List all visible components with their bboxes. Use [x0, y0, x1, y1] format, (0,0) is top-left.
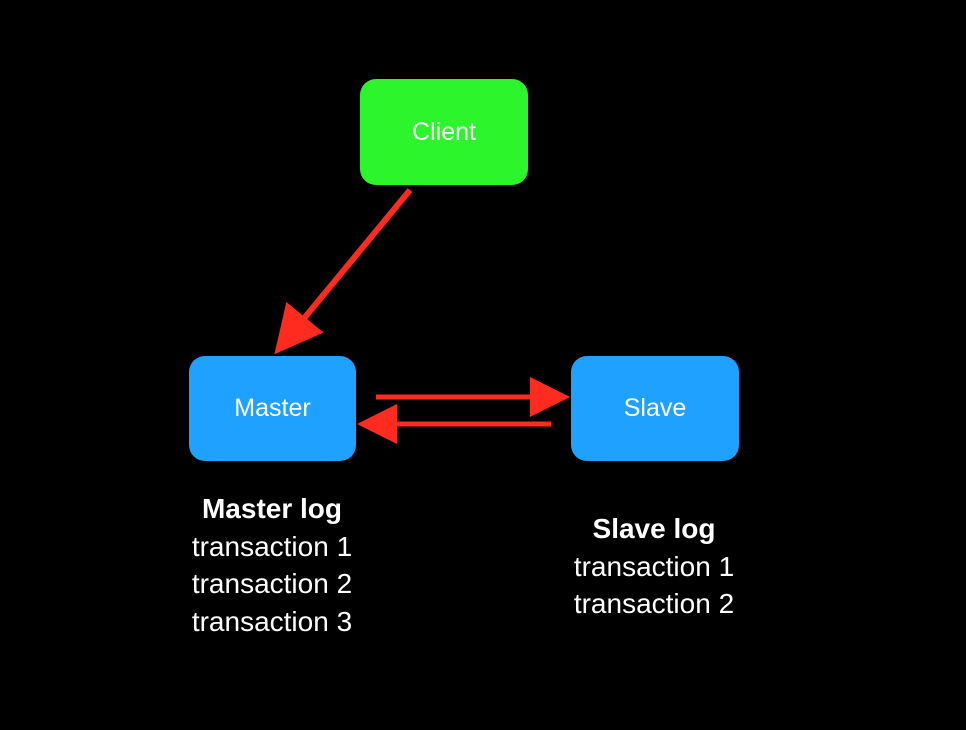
slave-log-title: Slave log: [592, 513, 716, 544]
master-log-entry: transaction 1: [191, 530, 353, 562]
master-log: Master log transaction 1 transaction 2 t…: [152, 490, 392, 640]
slave-log-entry: transaction 1: [573, 550, 735, 582]
slave-log-entry: transaction 2: [573, 588, 735, 619]
slave-label: Slave: [623, 394, 687, 422]
master-node: Master: [189, 356, 356, 461]
client-to-master-arrow: [274, 188, 413, 355]
client-label: Client: [412, 117, 476, 146]
master-log-title: Master log: [201, 493, 343, 524]
master-log-entry: transaction 3: [191, 605, 353, 637]
slave-node: Slave: [571, 356, 739, 461]
slave-log: Slave log transaction 1 transaction 2: [534, 510, 774, 623]
master-label: Master: [234, 394, 311, 422]
master-log-entry: transaction 2: [191, 568, 353, 599]
client-node: Client: [360, 79, 528, 185]
